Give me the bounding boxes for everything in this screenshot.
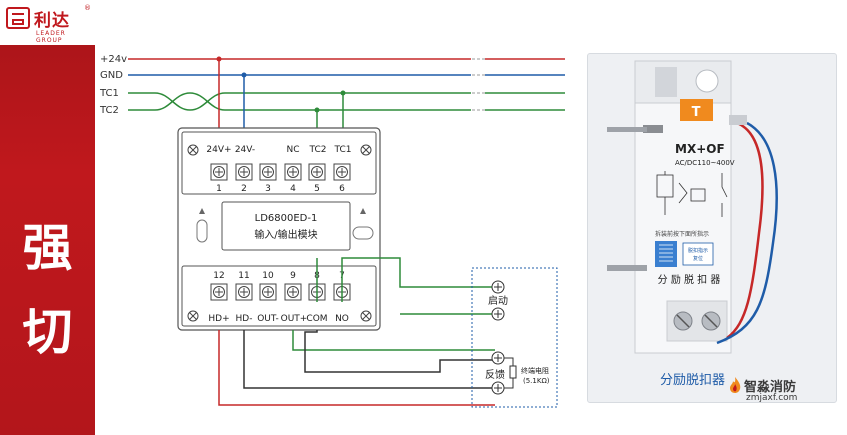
device-note: 拆装前按下面所指示	[655, 230, 709, 238]
bus-label-gnd: GND	[100, 70, 123, 81]
terminal-number-11: 11	[238, 271, 249, 281]
module-model: LD6800ED-1	[255, 213, 318, 224]
terminal-number-10: 10	[262, 271, 274, 281]
device-window-text-2: 复位	[693, 255, 703, 262]
sidebar-title-char-2: 切	[22, 303, 73, 361]
start-label: 启动	[488, 294, 508, 307]
bus-line-tc2	[128, 92, 565, 111]
brand-logo: 利达 LEADER GROUP ®	[0, 0, 95, 45]
terminal-label-tc1: TC1	[334, 145, 352, 155]
terminal-number-2: 2	[241, 184, 247, 194]
terminal-number-3: 3	[265, 184, 271, 194]
bus-lines: +24v GND TC1 TC2	[99, 52, 565, 116]
terminal-label-outminus: OUT-	[257, 314, 279, 324]
terminal-label-no: NO	[335, 314, 349, 324]
terminal-label-tc2: TC2	[309, 145, 327, 155]
bus-label-24v: +24v	[100, 54, 127, 65]
bus-line-tc1	[128, 92, 565, 111]
resistor-label: 终端电阻	[521, 366, 549, 375]
terminal-number-4: 4	[290, 184, 296, 194]
device-rating: AC/DC110~400V	[675, 159, 735, 167]
terminal-number-1: 1	[216, 184, 222, 194]
terminal-number-5: 5	[314, 184, 320, 194]
terminal-number-6: 6	[339, 184, 345, 194]
watermark-name: 智淼消防	[744, 380, 797, 395]
shunt-trip-device-illustration: T MX+OF AC/DC110~400V 拆装前按下面所指示 脱扣指示 复位 …	[607, 60, 778, 354]
flame-logo-icon	[730, 377, 741, 393]
brand-mark-icon	[6, 7, 30, 29]
terminal-label-outplus: OUT+	[281, 314, 308, 324]
terminal-label-nc: NC	[286, 145, 299, 155]
terminal-label-hdplus: HD+	[208, 314, 229, 324]
resistor-value: (5.1KΩ)	[523, 377, 550, 385]
watermark-url: zmjaxf.com	[746, 393, 798, 403]
terminal-label-24vplus: 24V+	[206, 145, 231, 155]
terminal-label-24vminus: 24V-	[235, 145, 255, 155]
sidebar-title-char-1: 强	[22, 219, 73, 277]
wiring-diagram: +24v GND TC1 TC2 LD6800ED-1 输入/输出模块	[99, 52, 565, 408]
device-name-plate: 分 励 脱 扣 器	[658, 273, 721, 286]
brand-name-cn: 利达	[34, 11, 70, 31]
feedback-label: 反馈	[485, 368, 505, 381]
output-wires	[218, 257, 495, 406]
module-name: 输入/输出模块	[254, 228, 317, 241]
bus-label-tc2: TC2	[99, 105, 119, 116]
brand-name-en: LEADER GROUP	[36, 30, 66, 44]
io-module: LD6800ED-1 输入/输出模块 24V+ 24V- NC TC2 TC1 …	[177, 127, 381, 331]
device-window-text-1: 脱扣指示	[688, 247, 708, 254]
terminal-number-12: 12	[213, 271, 224, 281]
device-model: MX+OF	[675, 142, 725, 156]
registered-mark: ®	[84, 4, 91, 12]
top-terminals	[210, 163, 351, 181]
terminal-number-9: 9	[290, 271, 296, 281]
terminal-label-hdminus: HD-	[236, 314, 253, 324]
left-red-sidebar	[0, 0, 95, 435]
device-cover-letter: T	[692, 105, 701, 120]
device-caption: 分励脱扣器	[660, 373, 726, 388]
bus-label-tc1: TC1	[99, 88, 119, 99]
terminal-label-com: COM	[306, 314, 327, 324]
external-box: 启动 反馈 终端电阻 (5.1KΩ)	[471, 267, 558, 408]
